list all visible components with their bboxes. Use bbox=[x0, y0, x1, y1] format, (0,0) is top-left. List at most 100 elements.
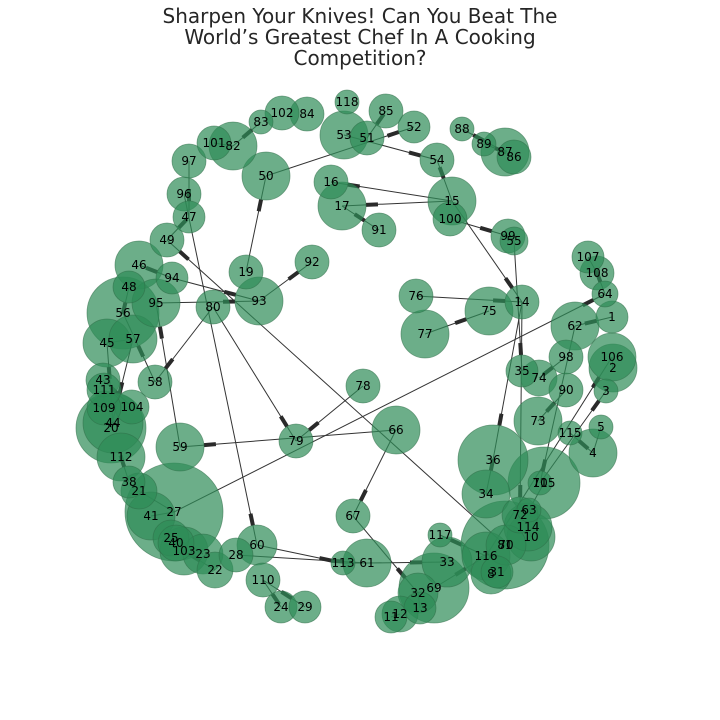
node-circle-78[interactable] bbox=[345, 368, 381, 404]
node-51[interactable] bbox=[349, 120, 385, 156]
node-circle-35[interactable] bbox=[505, 354, 539, 388]
node-54[interactable] bbox=[419, 142, 455, 178]
node-86[interactable] bbox=[496, 139, 532, 175]
node-118[interactable] bbox=[334, 89, 360, 115]
node-circle-113[interactable] bbox=[330, 550, 356, 576]
node-113[interactable] bbox=[330, 550, 356, 576]
node-101[interactable] bbox=[196, 125, 232, 161]
node-100[interactable] bbox=[432, 201, 468, 237]
node-49[interactable] bbox=[149, 222, 185, 258]
node-5[interactable] bbox=[588, 414, 614, 440]
node-14[interactable] bbox=[504, 284, 540, 320]
node-31[interactable] bbox=[480, 555, 514, 589]
node-circle-80[interactable] bbox=[195, 289, 231, 325]
node-circle-110[interactable] bbox=[245, 562, 281, 598]
node-110[interactable] bbox=[245, 562, 281, 598]
node-67[interactable] bbox=[335, 498, 371, 534]
node-circle-79[interactable] bbox=[278, 423, 314, 459]
node-circle-50[interactable] bbox=[241, 151, 291, 201]
node-circle-34[interactable] bbox=[461, 469, 511, 519]
node-38[interactable] bbox=[112, 465, 146, 499]
node-circle-85[interactable] bbox=[368, 93, 404, 129]
node-88[interactable] bbox=[449, 116, 475, 142]
node-circle-67[interactable] bbox=[335, 498, 371, 534]
node-28[interactable] bbox=[218, 537, 254, 573]
node-63[interactable] bbox=[516, 497, 542, 523]
node-circle-83[interactable] bbox=[248, 109, 274, 135]
node-circle-40[interactable] bbox=[157, 524, 195, 562]
node-40[interactable] bbox=[157, 524, 195, 562]
node-circle-89[interactable] bbox=[471, 131, 497, 157]
node-50[interactable] bbox=[241, 151, 291, 201]
node-89[interactable] bbox=[471, 131, 497, 157]
node-circle-16[interactable] bbox=[313, 164, 349, 200]
node-circle-94[interactable] bbox=[155, 261, 189, 295]
node-76[interactable] bbox=[398, 278, 434, 314]
node-circle-111[interactable] bbox=[86, 372, 122, 408]
node-circle-14[interactable] bbox=[504, 284, 540, 320]
node-circle-59[interactable] bbox=[155, 422, 205, 472]
node-circle-5[interactable] bbox=[588, 414, 614, 440]
node-107[interactable] bbox=[571, 240, 605, 274]
node-59[interactable] bbox=[155, 422, 205, 472]
node-34[interactable] bbox=[461, 469, 511, 519]
node-circle-76[interactable] bbox=[398, 278, 434, 314]
node-47[interactable] bbox=[172, 200, 206, 234]
node-circle-13[interactable] bbox=[403, 591, 437, 625]
node-circle-3[interactable] bbox=[593, 378, 619, 404]
node-circle-63[interactable] bbox=[516, 497, 542, 523]
node-79[interactable] bbox=[278, 423, 314, 459]
node-circle-118[interactable] bbox=[334, 89, 360, 115]
node-circle-92[interactable] bbox=[294, 244, 330, 280]
node-circle-38[interactable] bbox=[112, 465, 146, 499]
node-circle-31[interactable] bbox=[480, 555, 514, 589]
node-3[interactable] bbox=[593, 378, 619, 404]
node-111[interactable] bbox=[86, 372, 122, 408]
node-78[interactable] bbox=[345, 368, 381, 404]
node-97[interactable] bbox=[171, 143, 207, 179]
node-circle-66[interactable] bbox=[371, 405, 421, 455]
node-circle-100[interactable] bbox=[432, 201, 468, 237]
node-48[interactable] bbox=[112, 270, 146, 304]
node-98[interactable] bbox=[548, 339, 584, 375]
node-circle-51[interactable] bbox=[349, 120, 385, 156]
node-circle-52[interactable] bbox=[397, 110, 431, 144]
node-circle-64[interactable] bbox=[591, 280, 619, 308]
node-circle-19[interactable] bbox=[228, 254, 264, 290]
node-94[interactable] bbox=[155, 261, 189, 295]
node-circle-97[interactable] bbox=[171, 143, 207, 179]
node-circle-73[interactable] bbox=[513, 396, 563, 446]
node-circle-117[interactable] bbox=[427, 522, 453, 548]
node-circle-28[interactable] bbox=[218, 537, 254, 573]
node-52[interactable] bbox=[397, 110, 431, 144]
node-circle-88[interactable] bbox=[449, 116, 475, 142]
node-circle-71[interactable] bbox=[527, 470, 553, 496]
node-circle-107[interactable] bbox=[571, 240, 605, 274]
node-circle-101[interactable] bbox=[196, 125, 232, 161]
node-57[interactable] bbox=[108, 314, 158, 364]
node-circle-115[interactable] bbox=[557, 420, 583, 446]
node-circle-47[interactable] bbox=[172, 200, 206, 234]
node-19[interactable] bbox=[228, 254, 264, 290]
node-91[interactable] bbox=[361, 212, 397, 248]
node-35[interactable] bbox=[505, 354, 539, 388]
node-58[interactable] bbox=[137, 364, 173, 400]
node-117[interactable] bbox=[427, 522, 453, 548]
node-83[interactable] bbox=[248, 109, 274, 135]
node-92[interactable] bbox=[294, 244, 330, 280]
node-circle-49[interactable] bbox=[149, 222, 185, 258]
node-circle-29[interactable] bbox=[288, 590, 322, 624]
node-16[interactable] bbox=[313, 164, 349, 200]
node-circle-86[interactable] bbox=[496, 139, 532, 175]
node-64[interactable] bbox=[591, 280, 619, 308]
node-circle-48[interactable] bbox=[112, 270, 146, 304]
node-55[interactable] bbox=[499, 226, 529, 256]
node-circle-91[interactable] bbox=[361, 212, 397, 248]
node-115[interactable] bbox=[557, 420, 583, 446]
node-73[interactable] bbox=[513, 396, 563, 446]
node-85[interactable] bbox=[368, 93, 404, 129]
node-71[interactable] bbox=[527, 470, 553, 496]
node-circle-98[interactable] bbox=[548, 339, 584, 375]
node-13[interactable] bbox=[403, 591, 437, 625]
node-circle-54[interactable] bbox=[419, 142, 455, 178]
